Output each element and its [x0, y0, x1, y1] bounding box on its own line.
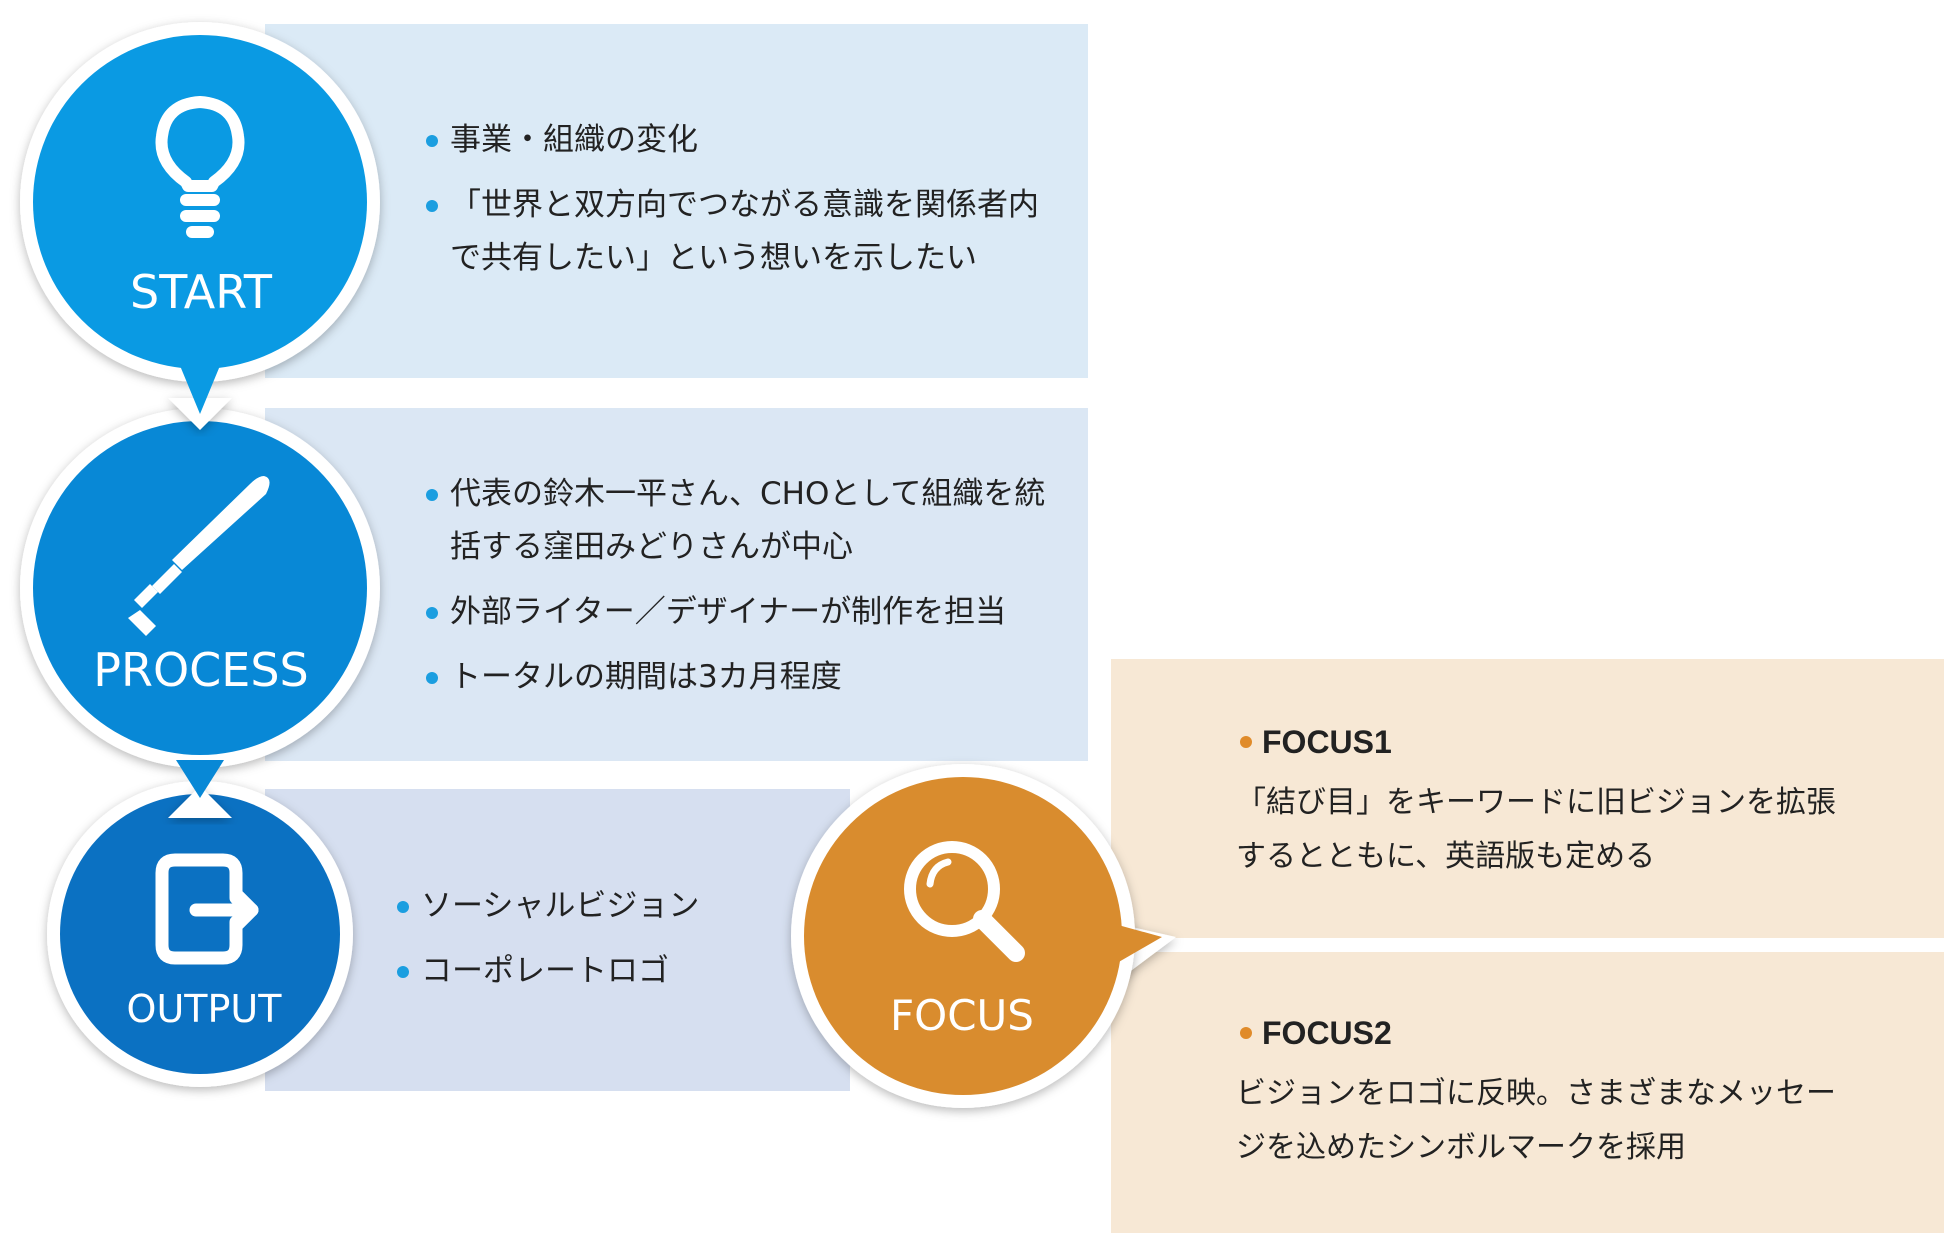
- focus1-body: 「結び目」をキーワードに旧ビジョンを拡張するとともに、英語版も定める: [1236, 785, 1836, 874]
- output-node: OUTPUT: [47, 781, 353, 1087]
- start-bullet-list: 事業・組織の変化 「世界と双方向でつながる意識を関係者内で共有したい」という想い…: [424, 114, 1064, 297]
- output-bullet: ソーシャルビジョン: [395, 880, 835, 933]
- bullet-dot: [426, 135, 438, 147]
- bullet-dot: [426, 672, 438, 684]
- process-bullet-list: 代表の鈴木一平さん、CHOとして組織を統括する窪田みどりさんが中心 外部ライター…: [424, 468, 1064, 716]
- focus2-title: FOCUS2: [1236, 1011, 1856, 1055]
- start-bullet: 事業・組織の変化: [424, 114, 1064, 167]
- exit-arrow-icon: [155, 853, 259, 965]
- output-label: OUTPUT: [127, 987, 283, 1031]
- start-node: START: [20, 22, 380, 430]
- focus2-panel: [1111, 952, 1944, 1233]
- start-bullet: 「世界と双方向でつながる意識を関係者内で共有したい」という想いを示したい: [424, 179, 1064, 285]
- bullet-dot: [397, 901, 409, 913]
- process-node: PROCESS: [20, 408, 380, 818]
- start-label: START: [130, 265, 273, 319]
- focus-label: FOCUS: [890, 991, 1034, 1040]
- process-bullet: 外部ライター／デザイナーが制作を担当: [424, 586, 1064, 639]
- focus1-title: FOCUS1: [1236, 720, 1856, 764]
- start-panel: [265, 24, 1088, 378]
- process-label: PROCESS: [93, 643, 309, 697]
- output-bullet: コーポレートロゴ: [395, 945, 835, 998]
- paintbrush-icon: [128, 476, 270, 636]
- magnifier-icon: [904, 841, 1025, 962]
- output-bullet-list: ソーシャルビジョン コーポレートロゴ: [395, 880, 835, 1010]
- bullet-dot: [397, 966, 409, 978]
- bullet-dot: [426, 200, 438, 212]
- bullet-dot: [1240, 1027, 1252, 1039]
- bullet-dot: [426, 489, 438, 501]
- focus2-body: ビジョンをロゴに反映。さまざまなメッセージを込めたシンボルマークを採用: [1236, 1076, 1836, 1165]
- process-bullet: トータルの期間は3カ月程度: [424, 651, 1064, 704]
- focus1-panel: [1111, 659, 1944, 938]
- focus1-block: FOCUS1 「結び目」をキーワードに旧ビジョンを拡張するとともに、英語版も定め…: [1236, 720, 1856, 884]
- lightbulb-icon: [155, 96, 245, 238]
- process-bullet: 代表の鈴木一平さん、CHOとして組織を統括する窪田みどりさんが中心: [424, 468, 1064, 574]
- bullet-dot: [1240, 736, 1252, 748]
- process-panel: [265, 408, 1088, 761]
- bullet-dot: [426, 607, 438, 619]
- focus2-block: FOCUS2 ビジョンをロゴに反映。さまざまなメッセージを込めたシンボルマークを…: [1236, 1011, 1856, 1175]
- output-panel: [265, 789, 850, 1091]
- focus-node: FOCUS: [791, 764, 1176, 1108]
